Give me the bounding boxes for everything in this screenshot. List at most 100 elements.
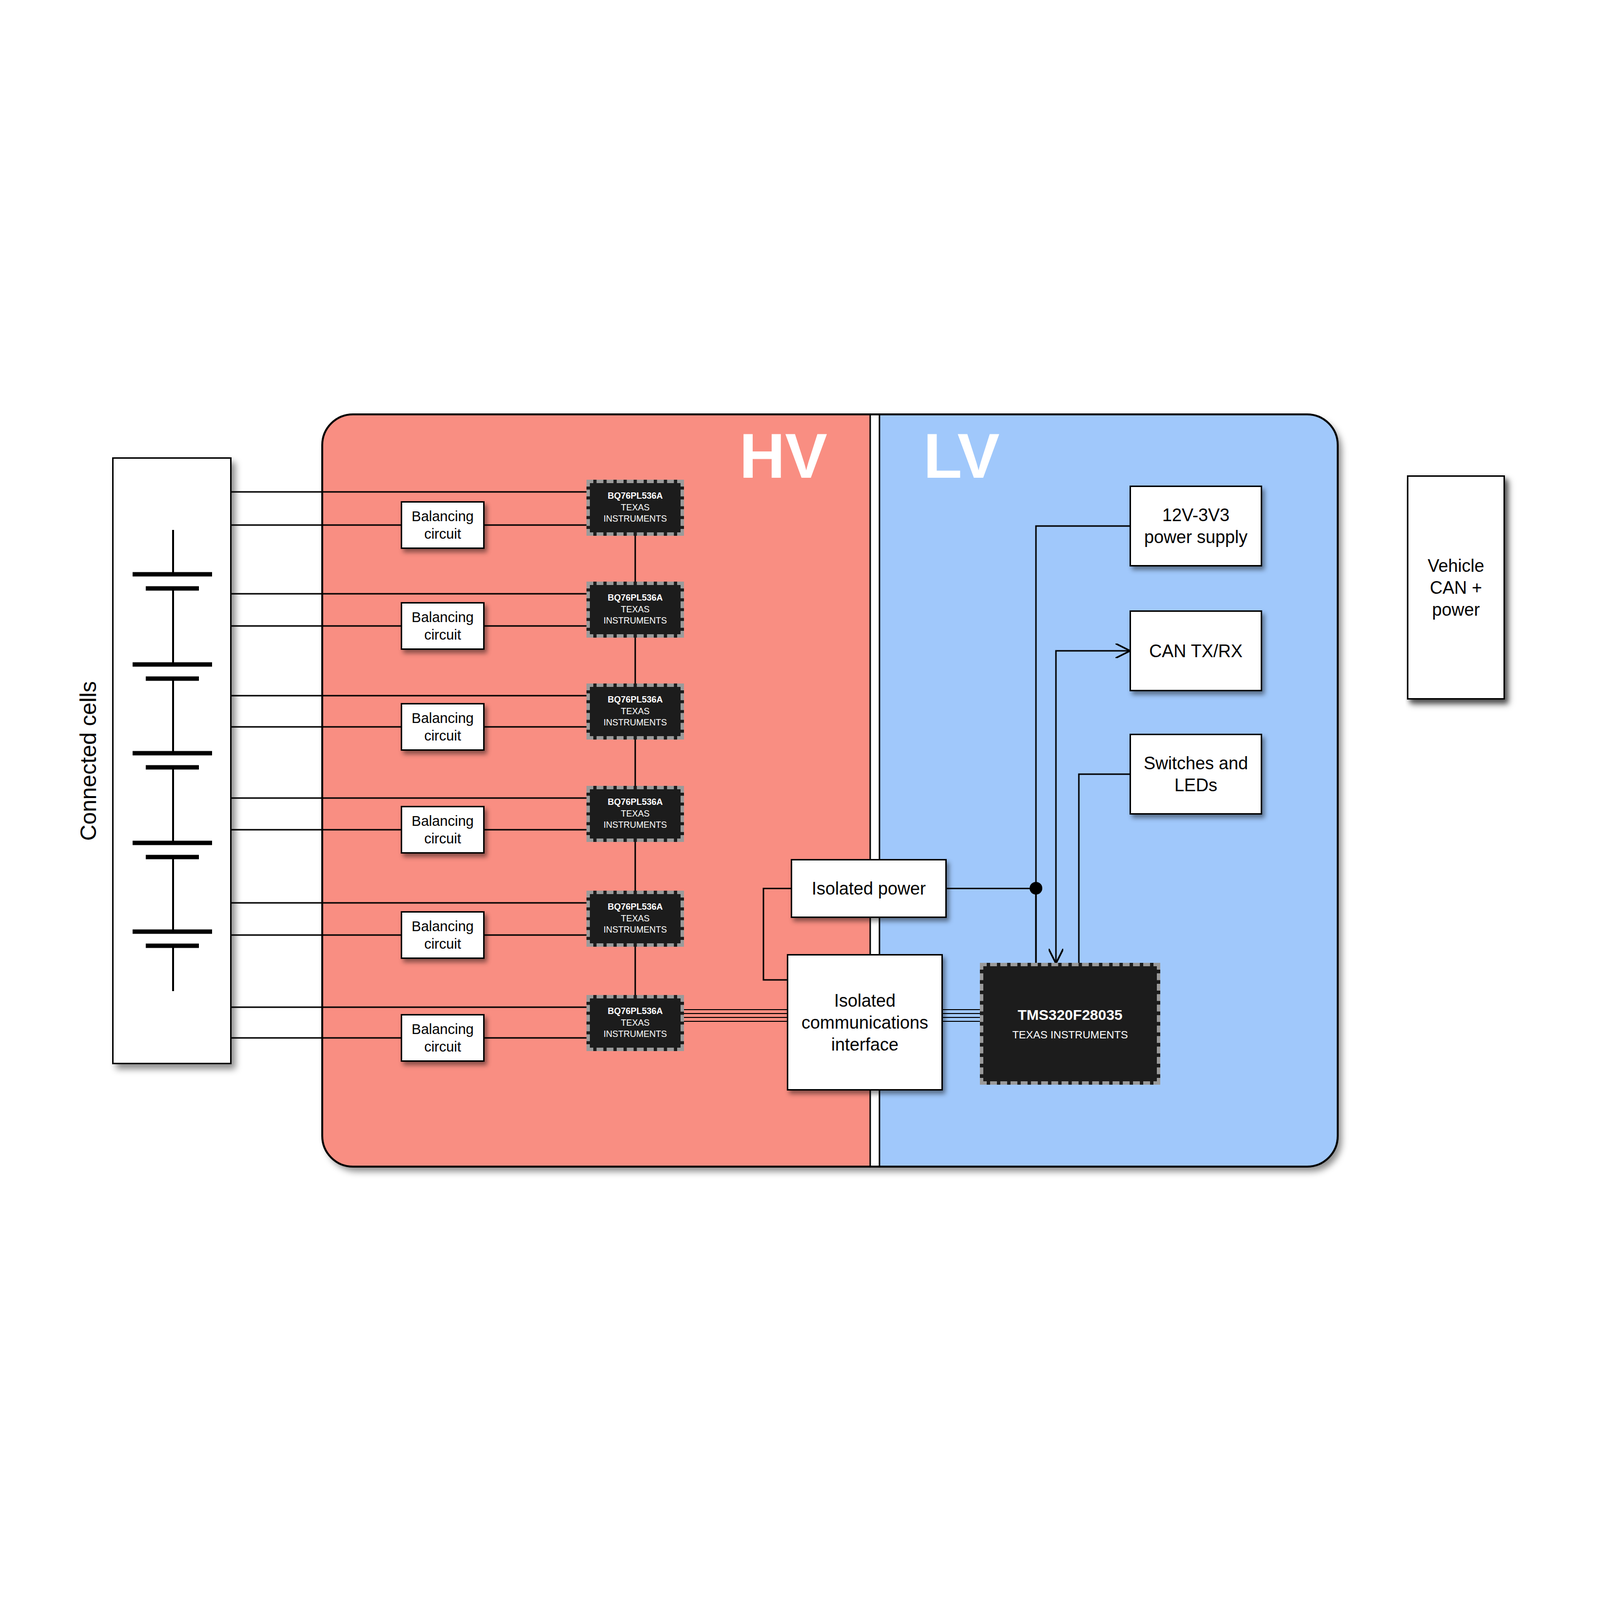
process-box: Balancing circuit <box>400 702 485 751</box>
connector-line <box>946 888 1036 964</box>
connector <box>231 902 587 904</box>
connector-line <box>231 797 587 800</box>
connector-line <box>942 1016 980 1018</box>
monitor-chip: BQ76PL536ATEXAS INSTRUMENTS <box>586 581 684 638</box>
connector-line <box>484 829 587 831</box>
node-text: Switches and LEDs <box>1135 752 1256 797</box>
node-text: Balancing circuit <box>406 917 480 954</box>
connector <box>231 798 587 799</box>
connector <box>635 841 636 891</box>
connector-line <box>231 491 587 493</box>
node-text: Balancing circuit <box>406 608 480 644</box>
connector <box>231 491 587 493</box>
process-box: Balancing circuit <box>400 501 485 549</box>
connector-line <box>683 1016 787 1018</box>
external-box: Vehicle CAN + power <box>1406 475 1505 700</box>
node-text: CAN TX/RX <box>1149 640 1243 663</box>
node-text: Balancing circuit <box>406 709 480 745</box>
node-text: 12V-3V3 power supply <box>1135 504 1256 548</box>
connector-line <box>683 1020 787 1022</box>
connector <box>231 593 587 595</box>
node-text: Isolated communications interface <box>793 989 937 1056</box>
node-text: TEXAS INSTRUMENTS <box>1012 1028 1128 1043</box>
node-text: TEXAS INSTRUMENTS <box>591 604 679 627</box>
node-text: TMS320F28035 <box>1017 1005 1123 1025</box>
process-box: Balancing circuit <box>400 1014 485 1062</box>
cells-ground <box>112 457 232 1065</box>
connector <box>231 1037 401 1039</box>
monitor-chip: BQ76PL536ATEXAS INSTRUMENTS <box>586 890 684 947</box>
connector <box>484 935 587 936</box>
monitor-chip: BQ76PL536ATEXAS INSTRUMENTS <box>586 683 684 740</box>
monitor-chip: BQ76PL536ATEXAS INSTRUMENTS <box>586 785 684 842</box>
node-text: BQ76PL536A <box>607 901 663 913</box>
connector-line <box>231 625 401 627</box>
connector-line <box>942 1013 980 1015</box>
connector-line <box>634 946 637 996</box>
connector <box>1035 526 1130 963</box>
node-text: BQ76PL536A <box>607 694 663 706</box>
process-box: Isolated power <box>790 858 947 918</box>
controller-chip: TMS320F28035TEXAS INSTRUMENTS <box>979 962 1161 1085</box>
connector-line <box>231 829 401 831</box>
connector-line <box>484 934 587 937</box>
node-text: TEXAS INSTRUMENTS <box>591 1017 679 1041</box>
connector-line <box>942 1020 980 1022</box>
node-text: TEXAS INSTRUMENTS <box>591 913 679 937</box>
node-text: HV <box>739 424 828 488</box>
connector-line <box>484 625 587 627</box>
connector-line <box>634 739 637 786</box>
connector-line <box>484 726 587 728</box>
node-text: Balancing circuit <box>406 1020 480 1056</box>
connector <box>635 946 636 996</box>
connector-line <box>231 695 587 697</box>
node-text: BQ76PL536A <box>607 1005 663 1017</box>
cell-stack: Connected cells <box>112 457 232 1065</box>
node-text: Balancing circuit <box>406 812 480 848</box>
connector <box>683 1009 787 1022</box>
connector <box>484 625 587 627</box>
process-box: Switches and LEDs <box>1129 733 1263 815</box>
process-box: Isolated communications interface <box>786 954 943 1091</box>
node-text: BQ76PL536A <box>607 796 663 808</box>
connector-line <box>634 841 637 891</box>
connector-line <box>683 1009 787 1011</box>
battery-symbol <box>132 529 213 992</box>
process-box: Balancing circuit <box>400 602 485 650</box>
connector <box>231 726 401 728</box>
connector-line <box>683 1013 787 1015</box>
node-text: Balancing circuit <box>406 507 480 544</box>
monitor-chip: BQ76PL536ATEXAS INSTRUMENTS <box>586 995 684 1052</box>
connector <box>1078 774 1130 963</box>
node-text: Isolated power <box>811 877 926 900</box>
connector <box>1055 650 1130 963</box>
connector-line <box>634 535 637 582</box>
monitor-chip: BQ76PL536ATEXAS INSTRUMENTS <box>586 479 684 536</box>
connector-line <box>1035 526 1130 963</box>
connector <box>231 695 587 697</box>
connector <box>635 739 636 786</box>
connector-line <box>1055 650 1130 963</box>
process-box: CAN TX/RX <box>1129 610 1263 692</box>
node-text: TEXAS INSTRUMENTS <box>591 808 679 832</box>
connector-line <box>634 637 637 684</box>
connector <box>946 888 1036 964</box>
connector-line <box>484 1037 587 1039</box>
connector-line <box>231 1006 587 1009</box>
lv-region: LV12V-3V3 power supplyCAN TX/RXSwitches … <box>879 414 1338 1167</box>
connector <box>942 1009 980 1022</box>
node-text: TEXAS INSTRUMENTS <box>591 502 679 526</box>
process-box: Balancing circuit <box>400 805 485 854</box>
connector <box>231 1007 587 1008</box>
connector-line <box>231 902 587 904</box>
connector-line <box>942 1009 980 1011</box>
connector-line <box>484 524 587 527</box>
connector-line <box>231 726 401 728</box>
lv-ground <box>322 414 1338 1167</box>
node-text: BQ76PL536A <box>607 490 663 502</box>
connector <box>231 935 401 936</box>
process-box: Balancing circuit <box>400 911 485 959</box>
process-box: 12V-3V3 power supply <box>1129 485 1263 567</box>
